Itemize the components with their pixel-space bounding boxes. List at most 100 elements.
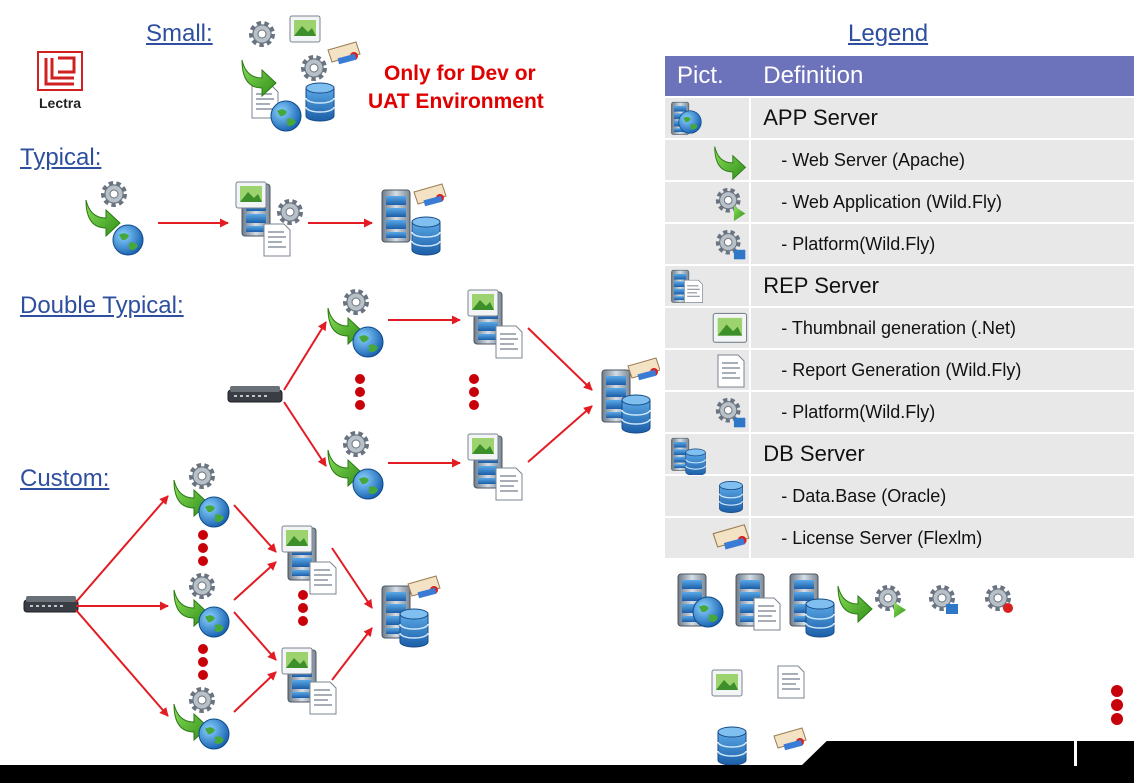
double-typical-section-label: Double Typical: [20, 292, 184, 319]
custom-arrow-app1-rep1 [233, 504, 277, 553]
custom-load-balancer-icon [23, 595, 79, 613]
legend-row: APP Server [665, 98, 1134, 140]
lectra-logo-mark-icon [37, 51, 83, 91]
small-all-in-one-icon [241, 15, 361, 132]
warning-line-2: UAT Environment [368, 90, 544, 113]
double-typical-app-server-1-icon [327, 292, 384, 358]
license-icon [712, 524, 750, 551]
db-server-icon [671, 437, 706, 475]
legend-row: - Report Generation (Wild.Fly) [665, 350, 1134, 392]
database-icon [717, 726, 747, 765]
legend-pict-cell [665, 140, 752, 182]
legend-pict-cell [665, 266, 752, 308]
custom-rep-server-2-icon [281, 647, 337, 715]
custom-app-server-1-icon [173, 466, 230, 528]
dev-uat-warning: Only for Dev or UAT Environment [368, 60, 544, 116]
custom-ellipsis-app-1 [198, 530, 208, 566]
double-typical-rep-server-2-icon [467, 433, 523, 501]
legend-definition-app-server: APP Server [751, 98, 1134, 140]
legend-header-definition: Definition [751, 56, 1134, 98]
legend-header-row: Pict. Definition [665, 56, 1134, 98]
platform-gear-icon [932, 588, 958, 614]
double-typical-arrow-rep-db-2 [527, 405, 593, 463]
typical-section-label: Typical: [20, 144, 102, 171]
legend-row: - Platform(Wild.Fly) [665, 392, 1134, 434]
db-server-icon [789, 573, 835, 638]
architecture-diagram [23, 15, 660, 750]
legend-definition-rep-server: REP Server [751, 266, 1134, 308]
legend-definition-database: - Data.Base (Oracle) [751, 476, 1134, 518]
legend-row: - Platform(Wild.Fly) [665, 224, 1134, 266]
double-typical-ellipsis-rep [469, 374, 479, 410]
custom-arrow-app2-rep2 [233, 611, 277, 661]
legend-row: - Web Server (Apache) [665, 140, 1134, 182]
report-icon [717, 354, 745, 388]
double-typical-arrow-down [283, 401, 327, 467]
platform-gear-icon [713, 227, 746, 260]
platform-gear-icon [713, 395, 746, 428]
legend-definition-platform: - Platform(Wild.Fly) [751, 224, 1134, 266]
web-server-arrow-icon [714, 146, 746, 180]
right-ellipsis-icon [1111, 685, 1123, 725]
legend-title: Legend [848, 20, 929, 47]
license-icon [773, 727, 807, 751]
custom-section-label: Custom: [20, 465, 110, 492]
custom-ellipsis-rep [298, 590, 308, 626]
lectra-logo: Lectra [34, 50, 86, 111]
double-typical-db-server-icon [601, 357, 660, 434]
typical-db-server-icon [381, 183, 447, 256]
legend-pict-cell [665, 518, 752, 560]
custom-arrow-lb-app-1 [75, 495, 169, 603]
legend-row: DB Server [665, 434, 1134, 476]
footer-separator [1074, 740, 1077, 766]
legend-definition-web-application: - Web Application (Wild.Fly) [751, 182, 1134, 224]
legend-definition-thumbnail: - Thumbnail generation (.Net) [751, 308, 1134, 350]
legend-pict-cell [665, 350, 752, 392]
custom-arrow-app3-rep2 [233, 671, 277, 713]
legend-pict-cell [665, 476, 752, 518]
custom-rep-server-1-icon [281, 525, 337, 595]
legend-pict-cell [665, 224, 752, 266]
legend-row: - License Server (Flexlm) [665, 518, 1134, 560]
legend-pict-cell [665, 98, 752, 140]
web-server-arrow-icon [837, 585, 873, 623]
custom-arrow-rep2-db [331, 627, 373, 681]
extra-icons [677, 573, 1013, 765]
double-typical-arrow-up [283, 321, 327, 391]
legend-header-pict: Pict. [665, 56, 752, 98]
platform-gear-error-icon [988, 588, 1013, 613]
lectra-logo-text: Lectra [38, 95, 82, 111]
legend-definition-report: - Report Generation (Wild.Fly) [751, 350, 1134, 392]
thumbnail-icon [711, 669, 743, 697]
custom-ellipsis-app-2 [198, 644, 208, 680]
footer-tab [800, 741, 1134, 767]
rep-server-icon [735, 573, 781, 631]
custom-db-server-icon [381, 575, 441, 648]
custom-app-server-3-icon [173, 690, 230, 750]
app-server-icon [677, 573, 724, 628]
double-typical-load-balancer-icon [227, 385, 283, 403]
legend-row: - Data.Base (Oracle) [665, 476, 1134, 518]
small-section-label: Small: [146, 20, 213, 47]
web-application-gear-icon [713, 185, 746, 222]
legend-pict-cell [665, 392, 752, 434]
footer-bar [0, 765, 1134, 783]
custom-arrow-rep1-db [331, 547, 373, 609]
legend-pict-cell [665, 434, 752, 476]
web-application-gear-icon [878, 588, 906, 618]
thumbnail-icon [712, 312, 748, 343]
double-typical-rep-server-1-icon [467, 289, 523, 359]
custom-arrow-lb-app-3 [75, 609, 169, 717]
report-icon [777, 665, 805, 699]
typical-rep-server-icon [235, 181, 300, 257]
legend-definition-license: - License Server (Flexlm) [751, 518, 1134, 560]
typical-app-server-icon [85, 184, 144, 256]
legend-definition-platform-rep: - Platform(Wild.Fly) [751, 392, 1134, 434]
legend-definition-db-server: DB Server [751, 434, 1134, 476]
legend-pict-cell [665, 308, 752, 350]
legend-pict-cell [665, 182, 752, 224]
legend-definition-web-server: - Web Server (Apache) [751, 140, 1134, 182]
legend-table: Pict. Definition APP Server - Web Server… [665, 56, 1134, 560]
database-icon [718, 480, 744, 514]
double-typical-app-server-2-icon [327, 434, 384, 500]
